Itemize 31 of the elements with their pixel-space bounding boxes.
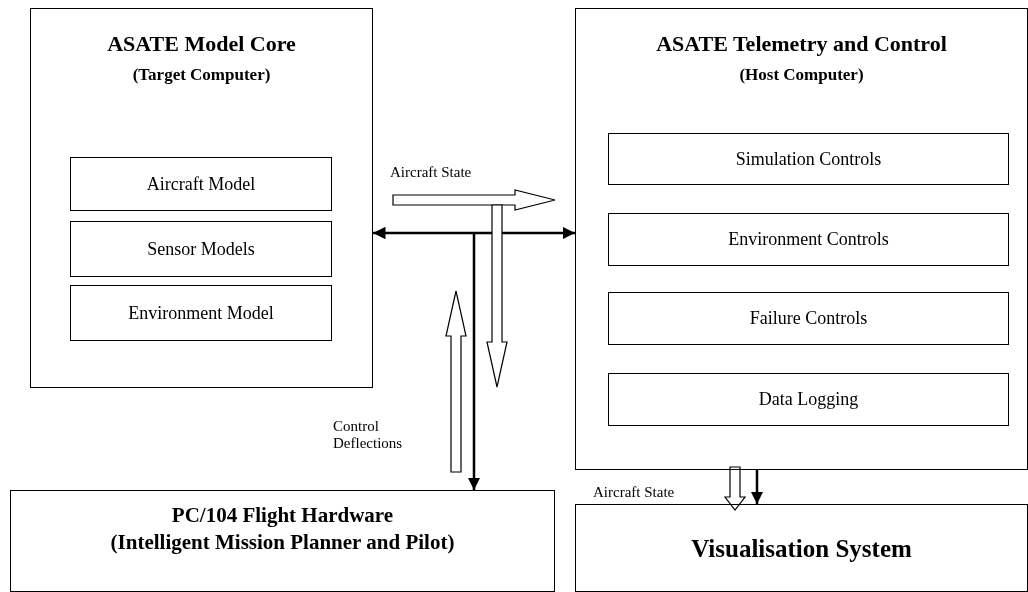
component-box (608, 373, 1009, 426)
box-title: Sensor Models (147, 238, 255, 260)
component-box (70, 285, 332, 341)
system-box (575, 8, 1028, 470)
box-title: Failure Controls (749, 308, 868, 329)
box-title: PC/104 Flight Hardware (171, 503, 394, 528)
box-title: ASATE Telemetry and Control (656, 31, 947, 57)
system-box (30, 8, 373, 388)
box-title: Aircraft Model (146, 173, 256, 195)
component-box (70, 157, 332, 211)
box-subtitle: (Intelligent Mission Planner and Pilot) (110, 530, 455, 555)
connector-arrow (373, 226, 575, 240)
box-title: ASATE Model Core (107, 31, 296, 57)
component-box (70, 221, 332, 277)
box-subtitle: (Target Computer) (132, 65, 271, 85)
box-title: Data Logging (758, 389, 859, 410)
component-box (608, 213, 1009, 266)
flow-label: Control Deflections (333, 418, 404, 452)
system-box (10, 490, 555, 592)
flow-label: Aircraft State (390, 164, 472, 181)
box-title: Visualisation System (691, 535, 912, 563)
box-title: Simulation Controls (735, 148, 882, 170)
component-box (608, 133, 1009, 185)
box-title: Environment Model (128, 302, 274, 324)
box-title: Environment Controls (728, 229, 889, 250)
flow-label: Aircraft State (593, 484, 675, 501)
box-subtitle: (Host Computer) (739, 65, 864, 85)
system-box (575, 504, 1028, 592)
connector-arrow (750, 470, 764, 504)
connector-arrow (467, 233, 481, 490)
component-box (608, 292, 1009, 345)
